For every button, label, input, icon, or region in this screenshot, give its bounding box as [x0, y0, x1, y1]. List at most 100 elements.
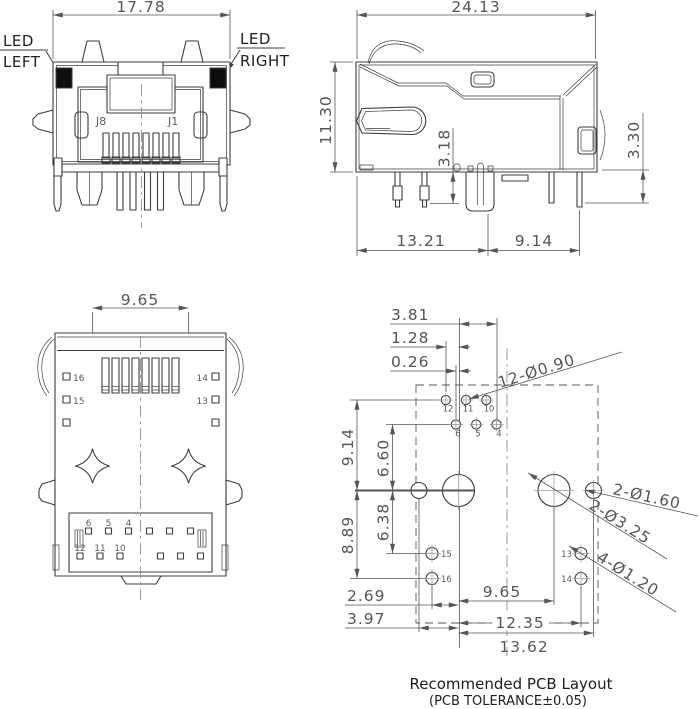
pad-label-10: 10	[114, 544, 126, 554]
led-holes: 15 16 13 14	[423, 544, 590, 588]
shield-step-line-inner	[359, 66, 560, 100]
base-tab	[359, 164, 374, 171]
led-left-line1: LED	[3, 32, 34, 50]
pad	[124, 527, 133, 535]
hatch-tab-left	[74, 529, 84, 548]
light-pipe-left	[81, 40, 105, 63]
slot	[131, 357, 140, 394]
cruciform-post-left	[74, 448, 111, 484]
dim-text-side-height: 11.30	[317, 95, 335, 144]
hole-label-12: 12	[443, 405, 454, 415]
dim-text: 8.89	[339, 516, 357, 555]
panel-latch-right	[229, 109, 251, 134]
tab	[74, 529, 84, 548]
dim-text-posts: 9.65	[121, 291, 160, 309]
hole-label-13: 13	[561, 550, 572, 560]
dim-13-62: 13.62	[458, 499, 594, 656]
leader-line	[527, 472, 668, 560]
side-window-inner	[580, 129, 594, 152]
dim-text-side-width: 24.13	[451, 0, 500, 16]
led-left-label: LED LEFT	[0, 32, 61, 75]
latch-window-left	[74, 111, 89, 139]
pad	[196, 552, 205, 560]
hatch-tab-right	[197, 529, 207, 548]
callout-text: 4-Ø1.20	[594, 548, 662, 600]
dim-2-69: 2.69	[345, 586, 459, 609]
pad	[211, 395, 220, 404]
thin-leg	[576, 171, 583, 208]
whisker-left	[37, 336, 53, 397]
dim-6-38: 6.38	[375, 490, 426, 554]
caption-line1: Recommended PCB Layout	[410, 675, 613, 693]
leader-line	[468, 351, 623, 400]
dim-text-bottom-left: 13.21	[396, 232, 445, 250]
contact-foot	[141, 156, 151, 164]
tab	[197, 529, 207, 548]
pad	[186, 527, 195, 535]
dim-0-26: 0.26	[390, 353, 471, 419]
side-body	[355, 61, 598, 173]
pad	[156, 552, 165, 560]
leg-tip	[421, 199, 428, 208]
pad-label-6: 6	[86, 519, 92, 529]
pad-label-14: 14	[197, 374, 209, 384]
shield-leg	[219, 175, 228, 212]
contact-foot	[151, 156, 161, 164]
side-legs	[392, 162, 583, 212]
contact-pin	[142, 132, 150, 159]
dim-text: 0.26	[391, 353, 430, 371]
slot	[161, 357, 170, 394]
hole-label-11: 11	[463, 405, 474, 415]
dim-1-28: 1.28	[390, 329, 470, 392]
whisker-left-inner	[41, 338, 55, 394]
jack-contacts	[101, 132, 181, 164]
hole-shield-right	[534, 471, 574, 510]
front-legs	[53, 171, 228, 212]
pad-label-13: 13	[197, 397, 208, 407]
dim-text-bottom-right: 9.14	[515, 232, 554, 250]
pad	[84, 527, 93, 535]
dim-text: 12.35	[495, 614, 544, 632]
shield-skirt	[61, 163, 220, 173]
thin-leg	[548, 171, 555, 204]
dim-text-right: 3.30	[625, 121, 643, 160]
dim-side-width: 24.13	[356, 0, 596, 59]
leg-shaft	[421, 171, 428, 187]
contact-foot	[101, 156, 111, 164]
dim-side-height: 11.30	[317, 61, 353, 173]
contact-pin	[122, 132, 130, 159]
callout-signal-holes: 12-Ø0.90	[468, 351, 623, 400]
led-left-line2: LEFT	[3, 53, 41, 71]
whisker-right-inner	[226, 338, 240, 394]
top-emboss	[470, 71, 495, 88]
slot	[121, 357, 130, 394]
dim-6-60: 6.60	[375, 424, 450, 491]
led-right-line1: LED	[240, 30, 271, 48]
jack-pin-j8: J8	[95, 115, 106, 128]
top-emboss-inner	[473, 74, 492, 85]
slot	[171, 357, 180, 394]
pad-label-12: 12	[74, 544, 85, 554]
post-ear	[467, 165, 474, 172]
pad	[145, 527, 154, 535]
spring-whisker	[367, 40, 425, 64]
contact-pin	[152, 132, 160, 159]
side-view: 24.13	[317, 0, 649, 256]
slot	[101, 357, 110, 394]
contact-pin	[132, 132, 140, 159]
pad	[62, 418, 71, 427]
led-square-right	[209, 67, 227, 89]
leg-collar	[419, 185, 430, 201]
contact-foot	[171, 156, 181, 164]
side-pad-column-left: 16 15	[62, 372, 85, 427]
hole-label-5: 5	[475, 430, 480, 440]
caption-line2: (PCB TOLERANCE±0.05)	[429, 694, 587, 709]
hole-label-16: 16	[441, 575, 452, 585]
side-pad-column-right: 14 13	[197, 372, 220, 427]
dim-text: 9.65	[483, 583, 522, 601]
panel-latch-right	[225, 479, 243, 506]
caption: Recommended PCB Layout (PCB TOLERANCE±0.…	[410, 675, 613, 709]
pad-label-15: 15	[73, 397, 84, 407]
panel-latch-left	[32, 109, 54, 134]
